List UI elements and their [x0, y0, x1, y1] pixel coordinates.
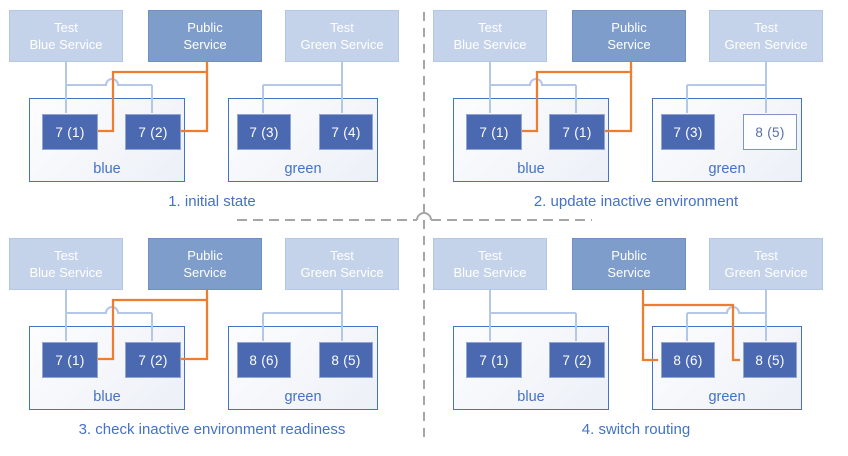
service-label-line: Blue Service	[453, 265, 527, 280]
public-service-box: Public Service	[572, 238, 686, 290]
public-service-box: Public Service	[148, 10, 262, 62]
instance-box: 7 (4)	[319, 114, 373, 150]
service-label-line: Test	[330, 248, 354, 263]
green-environment-box: 7 (3) 7 (4) green	[228, 98, 378, 182]
service-label-line: Service	[183, 265, 227, 280]
instance-box: 7 (3)	[237, 114, 291, 150]
instance-box: 7 (1)	[549, 114, 605, 150]
blue-environment-box: 7 (1) 7 (2) blue	[453, 326, 609, 410]
service-label-line: Public	[187, 20, 223, 35]
environment-label: green	[708, 161, 746, 177]
service-label-line: Public	[611, 248, 647, 263]
environment-label: green	[708, 389, 746, 405]
test-green-wire	[263, 290, 343, 314]
service-label-line: Test	[478, 248, 502, 263]
environment-label: blue	[93, 389, 121, 405]
test-blue-service-box: Test Blue Service	[433, 238, 547, 290]
service-label-line: Service	[607, 37, 651, 52]
environment-label: green	[284, 161, 322, 177]
instance-box: 8 (6)	[237, 342, 291, 378]
test-blue-service-box: Test Blue Service	[9, 238, 123, 290]
instance-box: 7 (1)	[42, 342, 98, 378]
instance-box: 8 (5)	[743, 114, 797, 150]
blue-environment-box: 7 (1) 7 (2) blue	[29, 98, 185, 182]
blue-environment-box: 7 (1) 7 (1) blue	[453, 98, 609, 182]
panel-initial-state: 7 (1) 7 (2) blue 7 (3) 7 (4) green Test …	[0, 0, 424, 228]
test-blue-wire	[65, 62, 152, 86]
green-environment-box: 8 (6) 8 (5) green	[652, 326, 802, 410]
public-service-box: Public Service	[572, 10, 686, 62]
service-label-line: Service	[607, 265, 651, 280]
instance-box: 7 (2)	[125, 114, 181, 150]
service-label-line: Test	[754, 20, 778, 35]
step-caption: 4. switch routing	[581, 421, 691, 438]
service-label-line: Green Service	[724, 37, 808, 52]
test-green-wire	[263, 62, 343, 86]
test-blue-service-box: Test Blue Service	[9, 10, 123, 62]
instance-box: 7 (1)	[466, 114, 522, 150]
instance-box: 7 (1)	[466, 342, 522, 378]
instance-box: 7 (3)	[661, 114, 715, 150]
panel-check-inactive-environment-readiness: 7 (1) 7 (2) blue 8 (6) 8 (5) green Test …	[0, 228, 424, 456]
green-environment-box: 7 (3) 8 (5) green	[652, 98, 802, 182]
service-label-line: Test	[54, 248, 78, 263]
service-label-line: Green Service	[300, 37, 384, 52]
instance-box: 7 (1)	[42, 114, 98, 150]
service-label-line: Public	[611, 20, 647, 35]
environment-label: green	[284, 389, 322, 405]
test-blue-wire	[65, 290, 152, 314]
test-green-wire	[687, 306, 766, 314]
instance-box: 8 (5)	[743, 342, 797, 378]
service-label-line: Test	[54, 20, 78, 35]
panel-switch-routing: 7 (1) 7 (2) blue 8 (6) 8 (5) green Test …	[424, 228, 848, 456]
service-label-line: Green Service	[724, 265, 808, 280]
service-label-line: Test	[478, 20, 502, 35]
test-blue-wire	[489, 290, 576, 314]
divider-crossing-hop	[416, 212, 432, 221]
service-label-line: Blue Service	[29, 265, 103, 280]
test-green-service-box: Test Green Service	[285, 238, 399, 290]
service-label-line: Green Service	[300, 265, 384, 280]
test-green-service-box: Test Green Service	[709, 238, 823, 290]
service-label-line: Blue Service	[453, 37, 527, 52]
step-caption: 2. update inactive environment	[533, 193, 739, 210]
service-label-line: Service	[183, 37, 227, 52]
blue-environment-box: 7 (1) 7 (2) blue	[29, 326, 185, 410]
environment-label: blue	[93, 161, 121, 177]
test-green-service-box: Test Green Service	[285, 10, 399, 62]
panel-update-inactive-environment: 7 (1) 7 (1) blue 7 (3) 8 (5) green Test …	[424, 0, 848, 228]
environment-label: blue	[517, 161, 545, 177]
test-green-service-box: Test Green Service	[709, 10, 823, 62]
service-label-line: Blue Service	[29, 37, 103, 52]
public-service-box: Public Service	[148, 238, 262, 290]
service-label-line: Test	[754, 248, 778, 263]
test-green-wire	[687, 62, 767, 86]
instance-box: 8 (6)	[661, 342, 715, 378]
step-caption: 3. check inactive environment readiness	[78, 421, 346, 438]
instance-box: 7 (2)	[125, 342, 181, 378]
environment-label: blue	[517, 389, 545, 405]
instance-box: 8 (5)	[319, 342, 373, 378]
test-blue-wire	[489, 62, 576, 86]
service-label-line: Test	[330, 20, 354, 35]
step-caption: 1. initial state	[168, 193, 256, 210]
test-blue-service-box: Test Blue Service	[433, 10, 547, 62]
green-environment-box: 8 (6) 8 (5) green	[228, 326, 378, 410]
service-label-line: Public	[187, 248, 223, 263]
instance-box: 7 (2)	[549, 342, 605, 378]
